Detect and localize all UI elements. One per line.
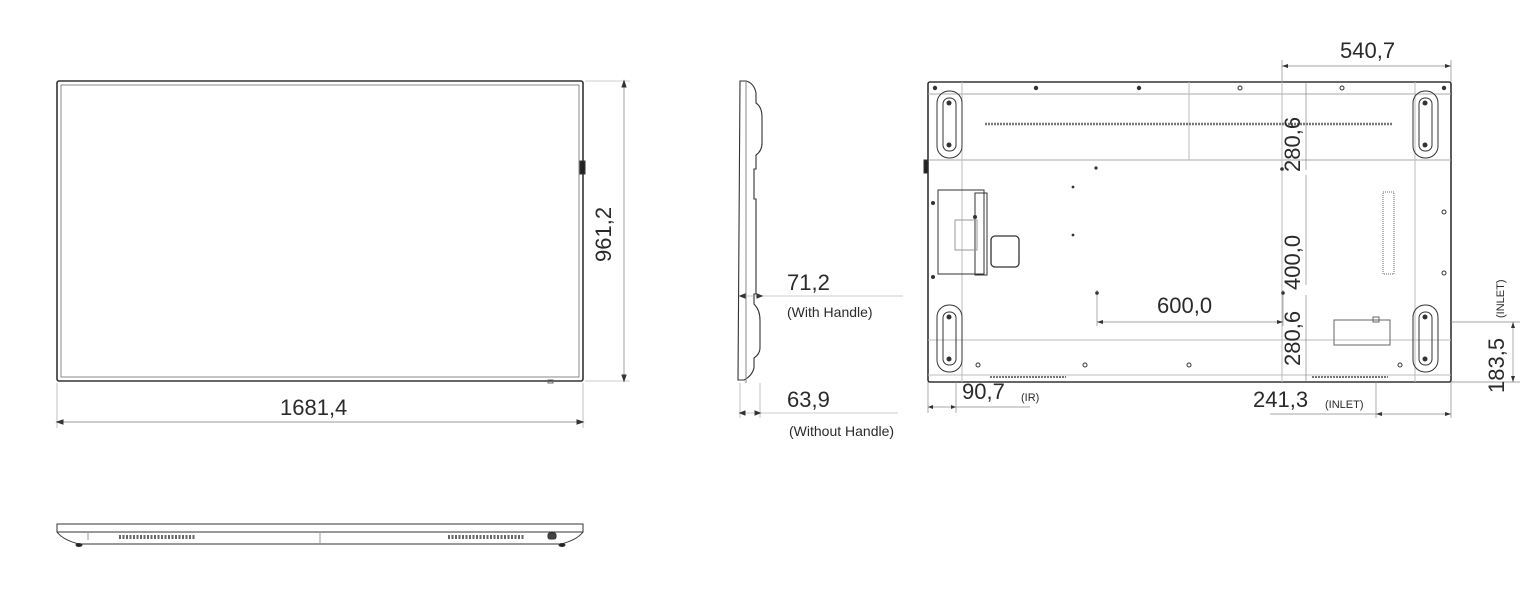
rear-view bbox=[923, 81, 1452, 383]
front-view bbox=[55, 79, 630, 428]
depth-without-handle-label: 63,9 bbox=[787, 387, 830, 412]
front-height-label: 961,2 bbox=[591, 206, 616, 262]
ir-offset-label: 90,7 bbox=[962, 379, 1005, 404]
rear-dimensions bbox=[927, 60, 1520, 418]
depth-with-handle-label: 71,2 bbox=[787, 270, 830, 295]
bottom-view bbox=[56, 523, 584, 547]
without-handle-note: (Without Handle) bbox=[789, 423, 895, 439]
inlet-horizontal-note: (INLET) bbox=[1325, 399, 1364, 411]
inlet-horizontal-label: 241,3 bbox=[1253, 387, 1309, 412]
inlet-vertical-note: (INLET) bbox=[1495, 279, 1507, 319]
vesa-top-label: 280,6 bbox=[1280, 116, 1305, 172]
vesa-vertical-label: 400,0 bbox=[1280, 234, 1305, 290]
vesa-bottom-label: 280,6 bbox=[1280, 310, 1305, 366]
inlet-vertical-label: 183,5 bbox=[1484, 337, 1509, 393]
top-offset-label: 540,7 bbox=[1340, 38, 1396, 63]
side-view bbox=[737, 80, 903, 418]
ir-note: (IR) bbox=[1021, 392, 1040, 404]
front-width-label: 1681,4 bbox=[280, 395, 348, 420]
vesa-horizontal-label: 600,0 bbox=[1157, 293, 1213, 318]
with-handle-note: (With Handle) bbox=[787, 304, 873, 320]
